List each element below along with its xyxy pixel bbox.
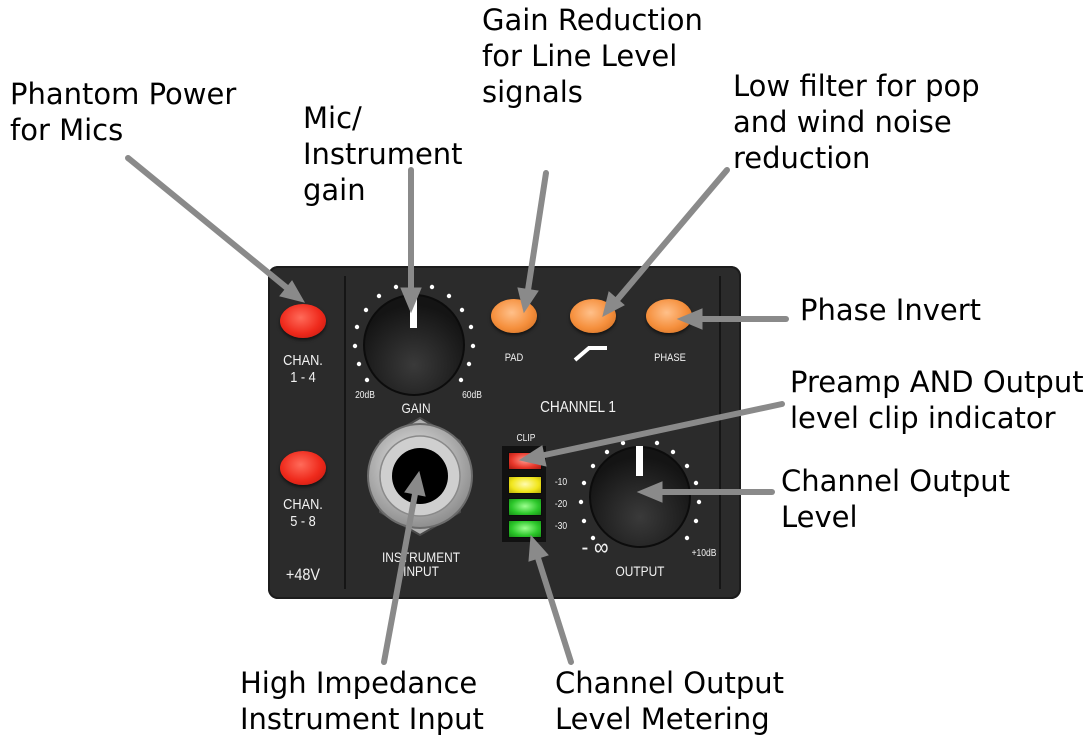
channel-label: CHANNEL 1 xyxy=(540,399,616,416)
meter-mark-minus-20: -20 xyxy=(554,499,568,510)
output-max-label: +10dB xyxy=(691,548,717,559)
output-scale-dots xyxy=(578,440,702,541)
output-knob-pointer xyxy=(636,446,643,476)
phantom-button-chan-5-8[interactable] xyxy=(280,451,326,485)
meter-mark-minus-30: -30 xyxy=(554,521,568,532)
meter-led-minus-30 xyxy=(508,520,542,538)
gain-min-label: 20dB xyxy=(355,390,375,401)
arrow-high-impedance xyxy=(381,470,426,665)
phantom-button-chan-1-4[interactable] xyxy=(280,304,326,338)
arrow-mic-gain xyxy=(400,167,422,314)
annotation-mic-gain: Mic/ Instrument gain xyxy=(303,101,463,207)
arrow-clip-indicator xyxy=(518,401,785,467)
gain-knob-pointer xyxy=(410,298,417,328)
annotation-high-impedance: High Impedance Instrument Input xyxy=(240,666,484,736)
meter-led-minus-20 xyxy=(508,498,542,516)
annotation-phase-invert: Phase Invert xyxy=(800,293,982,327)
arrow-channel-output-level xyxy=(636,481,775,503)
arrow-low-filter xyxy=(602,167,730,317)
panel-divider-right xyxy=(719,276,721,589)
arrow-output-metering xyxy=(528,534,574,665)
annotation-channel-output-level: Channel Output Level xyxy=(781,464,1011,534)
meter-mark-minus-10: -10 xyxy=(554,477,568,488)
pad-label: PAD xyxy=(504,352,524,364)
meter-led-minus-10 xyxy=(508,476,542,494)
chan-5-8-label: CHAN. 5 - 8 xyxy=(283,496,323,530)
channel-strip-panel: CHAN. 1 - 4 CHAN. 5 - 8 +48V PAD PHASE C… xyxy=(268,266,741,599)
annotation-low-filter: Low filter for pop and wind noise reduct… xyxy=(733,69,980,175)
gain-label: GAIN xyxy=(401,400,431,416)
clip-label: CLIP xyxy=(516,433,536,444)
chan-1-4-label: CHAN. 1 - 4 xyxy=(283,352,323,386)
phantom-power-label: +48V xyxy=(285,565,321,584)
annotation-output-metering: Channel Output Level Metering xyxy=(555,666,785,736)
panel-divider-left xyxy=(344,276,346,589)
gain-scale-dots xyxy=(352,284,476,383)
output-label: OUTPUT xyxy=(615,563,665,579)
phase-label: PHASE xyxy=(654,352,686,364)
arrow-gain-reduction xyxy=(517,170,549,314)
arrow-phantom-power xyxy=(125,155,306,303)
arrow-phase-invert xyxy=(676,308,789,330)
annotation-gain-reduction: Gain Reduction for Line Level signals xyxy=(482,3,703,109)
gain-max-label: 60dB xyxy=(462,390,482,401)
output-knob[interactable] xyxy=(578,440,702,548)
annotation-phantom-power: Phantom Power for Mics xyxy=(10,77,237,147)
annotation-clip-indicator: Preamp AND Output level clip indicator xyxy=(790,365,1084,435)
output-min-label: - ∞ xyxy=(581,534,609,561)
high-pass-filter-icon xyxy=(573,346,607,362)
